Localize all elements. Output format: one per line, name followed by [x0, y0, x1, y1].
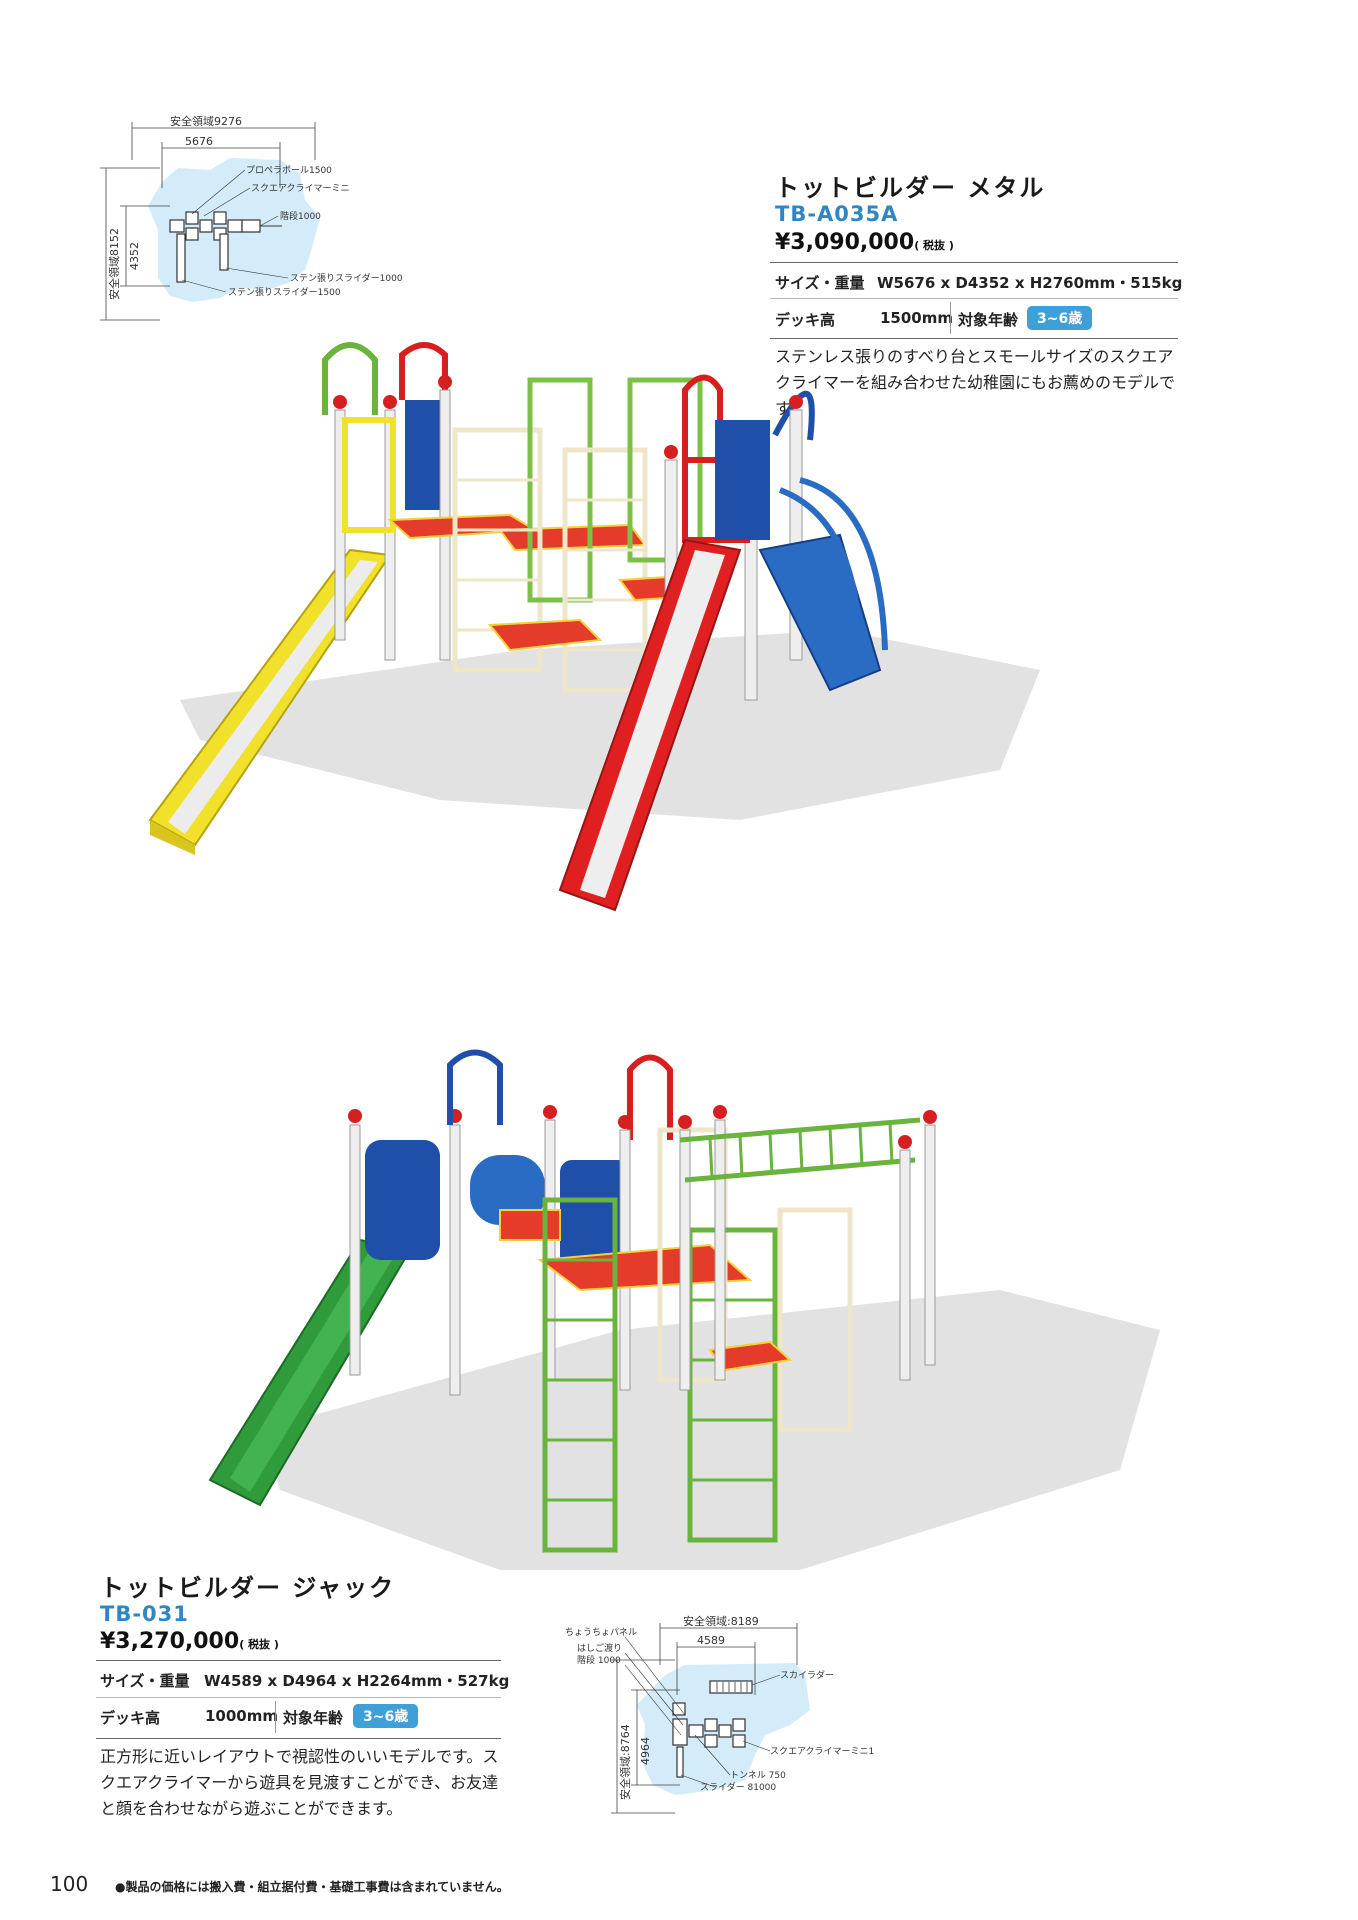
deck-value-1: 1500mm [880, 309, 954, 327]
page-number: 100 [50, 1872, 89, 1896]
size-label-1: サイズ・重量 [775, 274, 865, 292]
part-label: はしご渡り [577, 1642, 622, 1654]
age-badge-2: 3~6歳 [353, 1704, 419, 1728]
age-label-2: 対象年齢 [283, 1709, 344, 1727]
deck-label-1: デッキ高 [775, 311, 836, 329]
age-badge-1: 3~6歳 [1027, 306, 1093, 330]
product-illustration-1 [148, 342, 1040, 912]
product-title-1: トットビルダー メタル [775, 174, 1046, 202]
product-title-2: トットビルダー ジャック [100, 1574, 396, 1602]
dim-width-2: 4589 [697, 1634, 725, 1647]
part-label: 階段1000 [280, 210, 321, 222]
part-label: ステン張りスライダー1500 [228, 286, 341, 298]
layout-diagram-1: 安全領域9276 5676 安全領域8152 4352 プロペラポール1500 … [100, 114, 403, 321]
dim-width-1: 5676 [185, 135, 213, 148]
product-price-1: ¥3,090,000( 税抜 ) [775, 230, 954, 255]
part-label: ステン張りスライダー1000 [290, 272, 403, 284]
part-label: ちょうちょパネル [565, 1627, 637, 1638]
age-label-1: 対象年齢 [958, 311, 1019, 329]
product-code-2: TB-031 [100, 1602, 189, 1626]
footer-note: ●製品の価格には搬入費・組立据付費・基礎工事費は含まれていません。 [115, 1880, 509, 1894]
product-code-1: TB-A035A [775, 202, 899, 226]
part-label: スカイラダー [780, 1669, 834, 1681]
deck-label-2: デッキ高 [100, 1709, 161, 1727]
dim-depth-1: 4352 [128, 242, 141, 270]
size-value-1: W5676 x D4352 x H2760mm・515kg [877, 274, 1183, 292]
product-price-2: ¥3,270,000( 税抜 ) [100, 1629, 279, 1654]
part-label: スライダー 81000 [700, 1781, 776, 1793]
product-illustration-2 [208, 1049, 1160, 1570]
layout-diagram-2: 安全領域:8189 4589 安全領域:8764 4964 ちょうちょパネル は… [565, 1614, 874, 1814]
part-label: 階段 1000 [577, 1654, 621, 1666]
dim-depth-2: 4964 [639, 1737, 652, 1765]
dim-safety-width-2: 安全領域:8189 [683, 1614, 759, 1628]
product-description-2: 正方形に近いレイアウトで視認性のいいモデルです。スクエアクライマーから遊具を見渡… [100, 1747, 499, 1818]
part-label: プロペラポール1500 [246, 165, 332, 176]
part-label: トンネル 750 [730, 1770, 786, 1781]
dim-safety-depth-1: 安全領域8152 [107, 228, 121, 300]
dim-safety-width-1: 安全領域9276 [170, 114, 242, 128]
size-value-2: W4589 x D4964 x H2264mm・527kg [204, 1672, 510, 1690]
deck-value-2: 1000mm [205, 1707, 279, 1725]
part-label: スクエアクライマーミニ1 [770, 1746, 874, 1757]
dim-safety-depth-2: 安全領域:8764 [618, 1724, 632, 1800]
part-label: スクエアクライマーミニ [251, 183, 350, 194]
size-label-2: サイズ・重量 [100, 1672, 190, 1690]
